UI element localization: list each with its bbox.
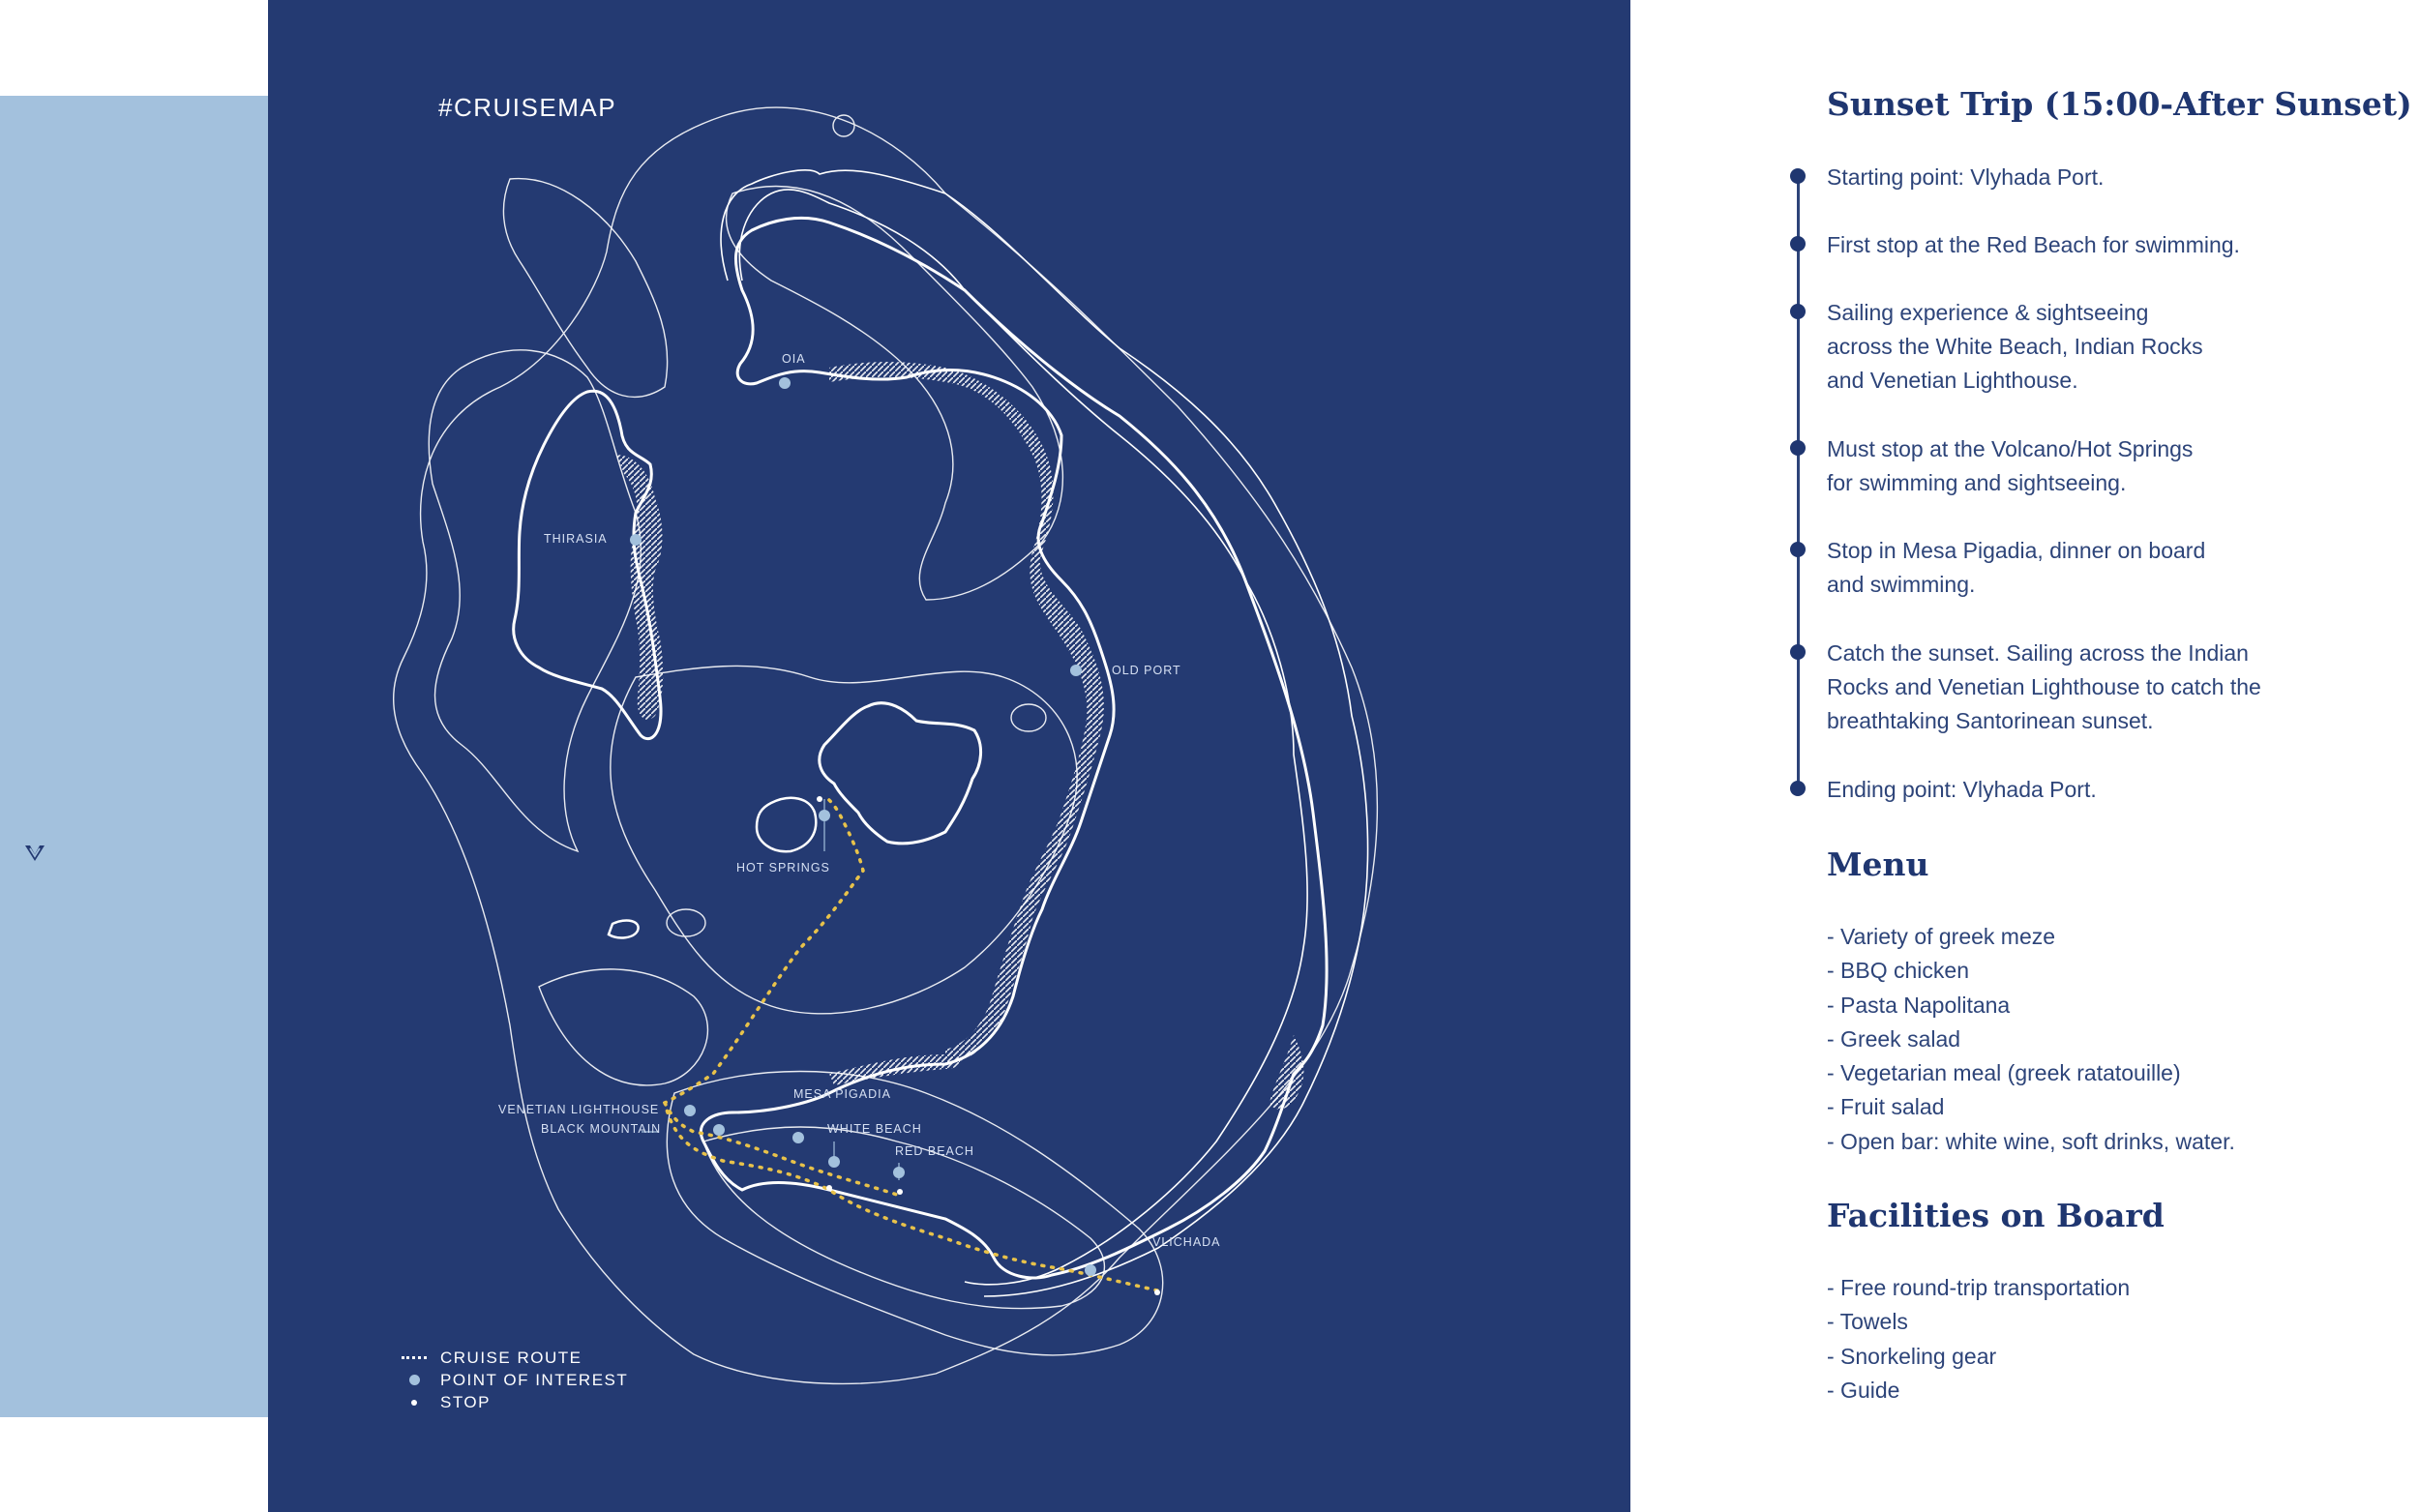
label-old-port: OLD PORT <box>1112 664 1181 677</box>
facilities-list: - Free round-trip transportation - Towel… <box>1827 1271 2130 1408</box>
trip-step: First stop at the Red Beach for swimming… <box>1790 228 2240 262</box>
facilities-title: Facilities on Board <box>1827 1197 2165 1234</box>
timeline-line <box>1797 178 1800 789</box>
stop-red-beach <box>897 1189 903 1195</box>
trip-step: Ending point: Vlyhada Port. <box>1790 773 2097 807</box>
trip-step: Must stop at the Volcano/Hot Springs for… <box>1790 432 2194 500</box>
route-line-icon <box>402 1356 427 1359</box>
label-oia: OIA <box>782 352 806 366</box>
menu-item: - BBQ chicken <box>1827 958 1969 984</box>
map-legend: CRUISE ROUTE POINT OF INTEREST STOP <box>402 1347 628 1413</box>
label-thirasia: THIRASIA <box>544 532 608 546</box>
stops <box>817 796 1160 1295</box>
thirasia-island <box>512 389 663 741</box>
cruise-map: #CRUISEMAP <box>268 0 1630 1512</box>
nea-kameni <box>818 701 982 845</box>
label-mesa-pigadia: MESA PIGADIA <box>793 1087 891 1101</box>
stop-hot-springs <box>817 796 822 802</box>
timeline-dot-icon <box>1790 781 1806 796</box>
timeline-dot-icon <box>1790 644 1806 660</box>
timeline-dot-icon <box>1790 168 1806 184</box>
legend-route: CRUISE ROUTE <box>402 1347 628 1369</box>
trip-step: Catch the sunset. Sailing across the Ind… <box>1790 637 2261 738</box>
label-black-mountain: BLACK MOUNTAIN <box>541 1122 662 1136</box>
label-vlichada: VLICHADA <box>1152 1235 1221 1249</box>
legend-poi: POINT OF INTEREST <box>402 1369 628 1391</box>
poi-oia <box>779 377 791 389</box>
timeline-dot-icon <box>1790 304 1806 319</box>
trip-step-text: Starting point: Vlyhada Port. <box>1827 164 2105 190</box>
brand-logo-icon <box>25 845 45 861</box>
stop-mesa-pigadia <box>826 1185 832 1191</box>
outer-rings <box>720 169 1369 1297</box>
timeline-dot-icon <box>1790 440 1806 456</box>
poi-venetian-lighthouse <box>684 1105 696 1116</box>
trip-step: Starting point: Vlyhada Port. <box>1790 161 2105 194</box>
santorini-coast <box>699 216 1329 1280</box>
trip-step: Stop in Mesa Pigadia, dinner on board an… <box>1790 534 2206 602</box>
trip-step-text: Sailing experience & sightseeing across … <box>1827 300 2203 393</box>
label-hot-springs: HOT SPRINGS <box>736 861 830 875</box>
menu-item: - Variety of greek meze <box>1827 924 2056 949</box>
trip-step-text: Must stop at the Volcano/Hot Springs for… <box>1827 436 2194 495</box>
cruise-route-return <box>663 1101 899 1197</box>
stop-dot-icon <box>411 1399 417 1406</box>
left-decorative-strip <box>0 96 268 1417</box>
poi-red-beach <box>893 1167 905 1178</box>
facility-item: - Guide <box>1827 1377 1900 1403</box>
poi-dot-icon <box>409 1375 420 1385</box>
label-white-beach: WHITE BEACH <box>827 1122 922 1136</box>
stop-vlichada <box>1154 1290 1160 1295</box>
trip-step-text: Stop in Mesa Pigadia, dinner on board an… <box>1827 538 2206 597</box>
poi-thirasia <box>630 534 642 546</box>
menu-item: - Greek salad <box>1827 1025 1961 1052</box>
menu-title: Menu <box>1827 845 1929 883</box>
facility-item: - Towels <box>1827 1309 1908 1335</box>
poi-vlichada <box>1085 1264 1096 1276</box>
timeline-dot-icon <box>1790 542 1806 557</box>
points-of-interest <box>630 377 1096 1276</box>
facility-item: - Free round-trip transportation <box>1827 1275 2131 1300</box>
trip-step: Sailing experience & sightseeing across … <box>1790 296 2203 398</box>
menu-item: - Open bar: white wine, soft drinks, wat… <box>1827 1128 2235 1154</box>
palea-kameni <box>755 796 818 853</box>
facility-item: - Snorkeling gear <box>1827 1343 1997 1369</box>
trip-step-text: Catch the sunset. Sailing across the Ind… <box>1827 640 2261 733</box>
timeline-dot-icon <box>1790 236 1806 252</box>
depth-contours <box>392 106 1379 1385</box>
label-venetian-lighthouse: VENETIAN LIGHTHOUSE <box>498 1103 660 1116</box>
menu-item: - Fruit salad <box>1827 1094 1945 1120</box>
map-title: #CRUISEMAP <box>438 93 617 122</box>
map-drawing <box>392 106 1379 1385</box>
menu-list: - Variety of greek meze - BBQ chicken - … <box>1827 920 2235 1159</box>
legend-route-label: CRUISE ROUTE <box>440 1348 582 1367</box>
menu-item: - Pasta Napolitana <box>1827 992 2011 1018</box>
poi-white-beach <box>828 1156 840 1168</box>
aspronisi <box>607 919 640 939</box>
trip-info-panel: Sunset Trip (15:00-After Sunset) Startin… <box>1790 0 2419 1512</box>
poi-black-mountain <box>713 1124 725 1136</box>
poi-old-port <box>1070 665 1082 676</box>
trip-step-text: Ending point: Vlyhada Port. <box>1827 777 2097 802</box>
legend-stop-label: STOP <box>440 1392 491 1411</box>
poi-hot-springs <box>819 810 830 821</box>
label-red-beach: RED BEACH <box>895 1144 974 1158</box>
cliff-hatching <box>616 362 1304 1110</box>
trip-title: Sunset Trip (15:00-After Sunset) <box>1827 85 2412 123</box>
legend-stop: STOP <box>402 1391 628 1413</box>
trip-step-text: First stop at the Red Beach for swimming… <box>1827 232 2240 257</box>
legend-poi-label: POINT OF INTEREST <box>440 1370 629 1389</box>
cruise-route <box>662 794 1159 1292</box>
poi-mesa-pigadia <box>792 1132 804 1143</box>
menu-item: - Vegetarian meal (greek ratatouille) <box>1827 1060 2181 1086</box>
